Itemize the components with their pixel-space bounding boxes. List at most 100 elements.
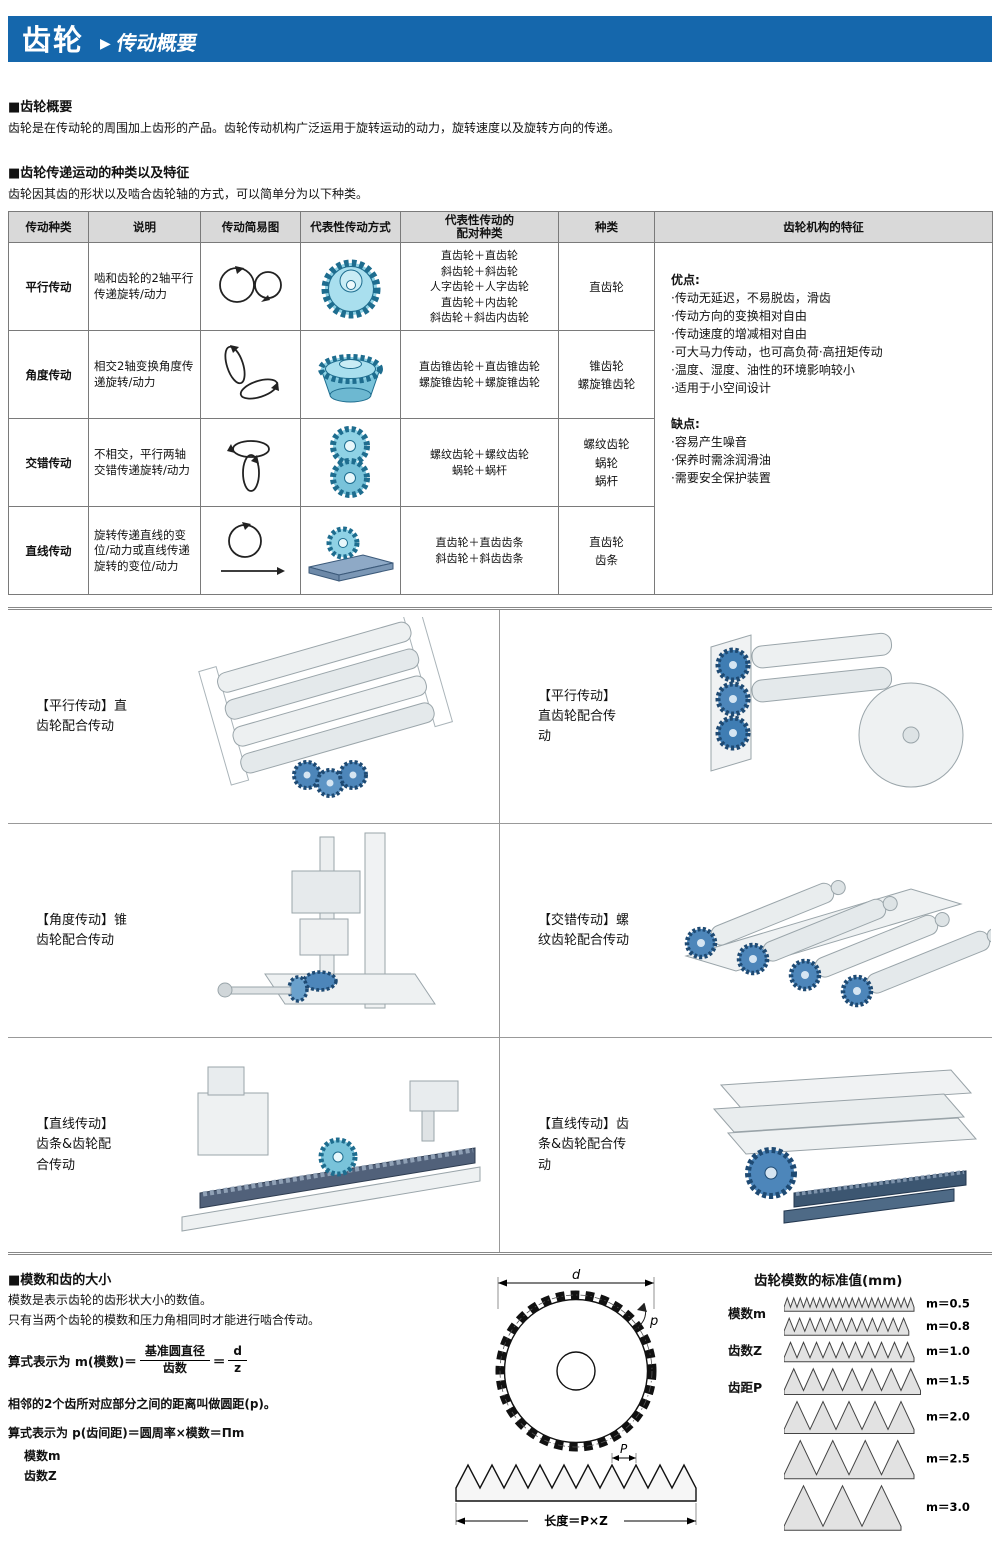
advantages-title: 优点:: [671, 273, 700, 288]
intersecting-axes-diagram: [223, 345, 279, 400]
spur-gear-rollers-illustration: [710, 632, 964, 788]
types-body: 齿轮因其齿的形状以及啮合齿轮轴的方式，可以简单分为以下种类。: [8, 187, 369, 201]
col-header-description: 说明: [88, 210, 201, 244]
rack-pinion-illustration: [308, 526, 394, 583]
module-line-1: 模数是表示齿轮的齿形状大小的数值。: [8, 1293, 213, 1308]
gallery-illustration: [160, 616, 499, 817]
application-gallery: 【平行传动】直 齿轮配合传动: [8, 607, 992, 1256]
module-label-m: 模数m: [24, 1448, 61, 1463]
cell-diagram: [200, 242, 301, 332]
advantage-item: ·可大马力传动，也可高负荷·高扭矩传动: [671, 345, 883, 360]
overview-body: 齿轮是在传动轮的周围加上齿形的产品。齿轮传动机构广泛运用于旋转运动的动力，旋转速…: [8, 121, 621, 135]
formula-prefix: 算式表示为 m(模数)＝: [8, 1354, 137, 1370]
cell-gear-image: [300, 506, 401, 596]
cell-description: 相交2轴变换角度传递旋转/动力: [88, 330, 201, 420]
parallel-axes-diagram: [218, 266, 282, 304]
fraction: 基准圆直径 齿数: [139, 1344, 210, 1376]
cell-diagram: [200, 506, 301, 596]
table-header-row: 传动种类 说明 传动简易图 代表性传动方式 代表性传动的 配对种类 种类 齿轮机…: [8, 210, 993, 244]
svg-text:m＝1.5: m＝1.5: [926, 1374, 970, 1388]
fraction-numerator: 基准圆直径: [139, 1344, 210, 1362]
gallery-label: 【交错传动】螺 纹齿轮配合传动: [538, 912, 630, 948]
features-cell: 优点: ·传动无延迟，不易脱齿，滑齿 ·传动方向的变换相对自由 ·传动速度的增减…: [654, 242, 993, 596]
module-heading: ■模数和齿的大小: [8, 1273, 112, 1289]
screw-gear-illustration: [330, 426, 370, 499]
cell-kinds: 直齿轮: [558, 242, 655, 332]
table-row-linear: 直线传动 旋转传递直线的变位/动力或直线传递旋转的变位/动力: [8, 506, 993, 596]
cell-description: 啮和齿轮的2轴平行传递旋转/动力: [88, 242, 201, 332]
cell-description: 不相交，平行两轴交错传递旋转/动力: [88, 418, 201, 508]
gallery-label: 【直线传动】 齿条&齿轮配 合传动: [36, 1117, 115, 1173]
fraction-denominator: 齿数: [162, 1361, 187, 1376]
disadvantage-item: ·需要安全保护装置: [671, 471, 771, 486]
gallery-illustration: [160, 1045, 499, 1245]
advantage-item: ·传动速度的增减相对自由: [671, 327, 807, 342]
advantages-block: 优点: ·传动无延迟，不易脱齿，滑齿 ·传动方向的变换相对自由 ·传动速度的增减…: [671, 271, 980, 397]
module-sub-labels: 模数m 齿数Z: [24, 1446, 426, 1487]
disadvantages-title: 缺点:: [671, 417, 700, 432]
module-label-z: 齿数Z: [24, 1469, 57, 1484]
gallery-label: 【直线传动】齿 条&齿轮配合传 动: [538, 1117, 630, 1173]
col-header-kinds: 种类: [558, 210, 655, 244]
dim-p-label: p: [649, 1314, 658, 1329]
col-header-features: 齿轮机构的特征: [654, 210, 993, 244]
page-subtitle: 传动概要: [114, 31, 199, 55]
cell-kinds: 锥齿轮 螺旋锥齿轮: [558, 330, 655, 420]
cell-description: 旋转传递直线的变位/动力或直线传递旋转的变位/动力: [88, 506, 201, 596]
svg-text:m＝0.8: m＝0.8: [926, 1319, 970, 1333]
col-header-type: 传动种类: [8, 210, 89, 244]
cell-gear-image: [300, 242, 401, 332]
disadvantages-block: 缺点: ·容易产生噪音 ·保养时需涂润滑油 ·需要安全保护装置: [671, 415, 980, 487]
overview-heading: ■齿轮概要: [8, 100, 73, 115]
cell-pairs: 直齿轮＋直齿齿条 斜齿轮＋斜齿齿条: [400, 506, 559, 596]
cell-pairs: 螺纹齿轮＋螺纹齿轮 蜗轮＋蜗杆: [400, 418, 559, 508]
standards-axis-labels: 模数m 齿数Z 齿距P: [728, 1295, 784, 1543]
svg-text:m＝3.0: m＝3.0: [926, 1500, 970, 1514]
advantage-item: ·传动方向的变换相对自由: [671, 309, 807, 324]
page-header: 齿轮 ▶ 传动概要: [8, 16, 992, 62]
crossed-axes-diagram: [226, 440, 270, 493]
standards-title: 齿轮模数的标准值(mm): [754, 1273, 903, 1290]
table-row-angle: 角度传动 相交2轴变换角度传递旋转/动力: [8, 330, 993, 420]
cell-type: 直线传动: [8, 506, 89, 596]
gallery-illustration: [660, 1045, 992, 1245]
cell-diagram: [200, 330, 301, 420]
gallery-cell-bevel: 【角度传动】锥 齿轮配合传动: [8, 824, 500, 1039]
rack-length-label: 长度＝P×Z: [544, 1513, 608, 1528]
cell-kinds: 螺纹齿轮 蜗轮 蜗杆: [558, 418, 655, 508]
table-row-parallel: 平行传动 啮和齿轮的2轴平行传递旋转/动力: [8, 242, 993, 596]
cell-gear-image: [300, 418, 401, 508]
axis-label-module: 模数m: [728, 1306, 767, 1322]
advantage-item: ·传动无延迟，不易脱齿，滑齿: [671, 291, 831, 306]
disadvantage-item: ·容易产生噪音: [671, 435, 747, 450]
gallery-illustration: [660, 617, 992, 817]
svg-text:m＝1.0: m＝1.0: [926, 1344, 970, 1358]
gallery-cell-rack-1: 【直线传动】 齿条&齿轮配 合传动: [8, 1038, 500, 1253]
col-header-method: 代表性传动方式: [300, 210, 401, 244]
module-diagram-block: d p P: [426, 1267, 728, 1549]
equals-sign: ＝: [212, 1354, 226, 1370]
rack-drive-illustration: [181, 1066, 480, 1233]
bevel-gear-illustration: [318, 354, 383, 403]
svg-text:m＝2.5: m＝2.5: [926, 1452, 970, 1466]
svg-text:m＝2.0: m＝2.0: [926, 1410, 970, 1424]
cell-type: 角度传动: [8, 330, 89, 420]
module-line-3: 相邻的2个齿所对应部分之间的距离叫做圆距(p)。: [8, 1396, 276, 1411]
fraction-denominator: z: [234, 1361, 242, 1376]
module-section: ■模数和齿的大小 模数是表示齿轮的齿形状大小的数值。 只有当两个齿轮的模数和压力…: [8, 1267, 992, 1549]
gallery-cell-parallel-2: 【平行传动】 直齿轮配合传 动: [500, 610, 992, 825]
gallery-cell-parallel-1: 【平行传动】直 齿轮配合传动: [8, 610, 500, 825]
col-header-pairs: 代表性传动的 配对种类: [400, 210, 559, 244]
module-text-block: ■模数和齿的大小 模数是表示齿轮的齿形状大小的数值。 只有当两个齿轮的模数和压力…: [8, 1267, 426, 1549]
gallery-cell-screw: 【交错传动】螺 纹齿轮配合传动: [500, 824, 992, 1039]
types-heading: ■齿轮传递运动的种类以及特征: [8, 166, 190, 181]
gallery-illustration: [660, 831, 992, 1031]
gear-module-diagram: d p P: [455, 1268, 697, 1528]
module-formula-1: 算式表示为 m(模数)＝ 基准圆直径 齿数 ＝ d z: [8, 1344, 426, 1376]
cell-pairs: 直齿锥齿轮＋直齿锥齿轮 螺旋锥齿轮＋螺旋锥齿轮: [400, 330, 559, 420]
fraction: d z: [228, 1344, 247, 1376]
fraction-numerator: d: [228, 1344, 247, 1362]
cell-kinds: 直齿轮 齿条: [558, 506, 655, 596]
rack-profile: [455, 1463, 697, 1503]
